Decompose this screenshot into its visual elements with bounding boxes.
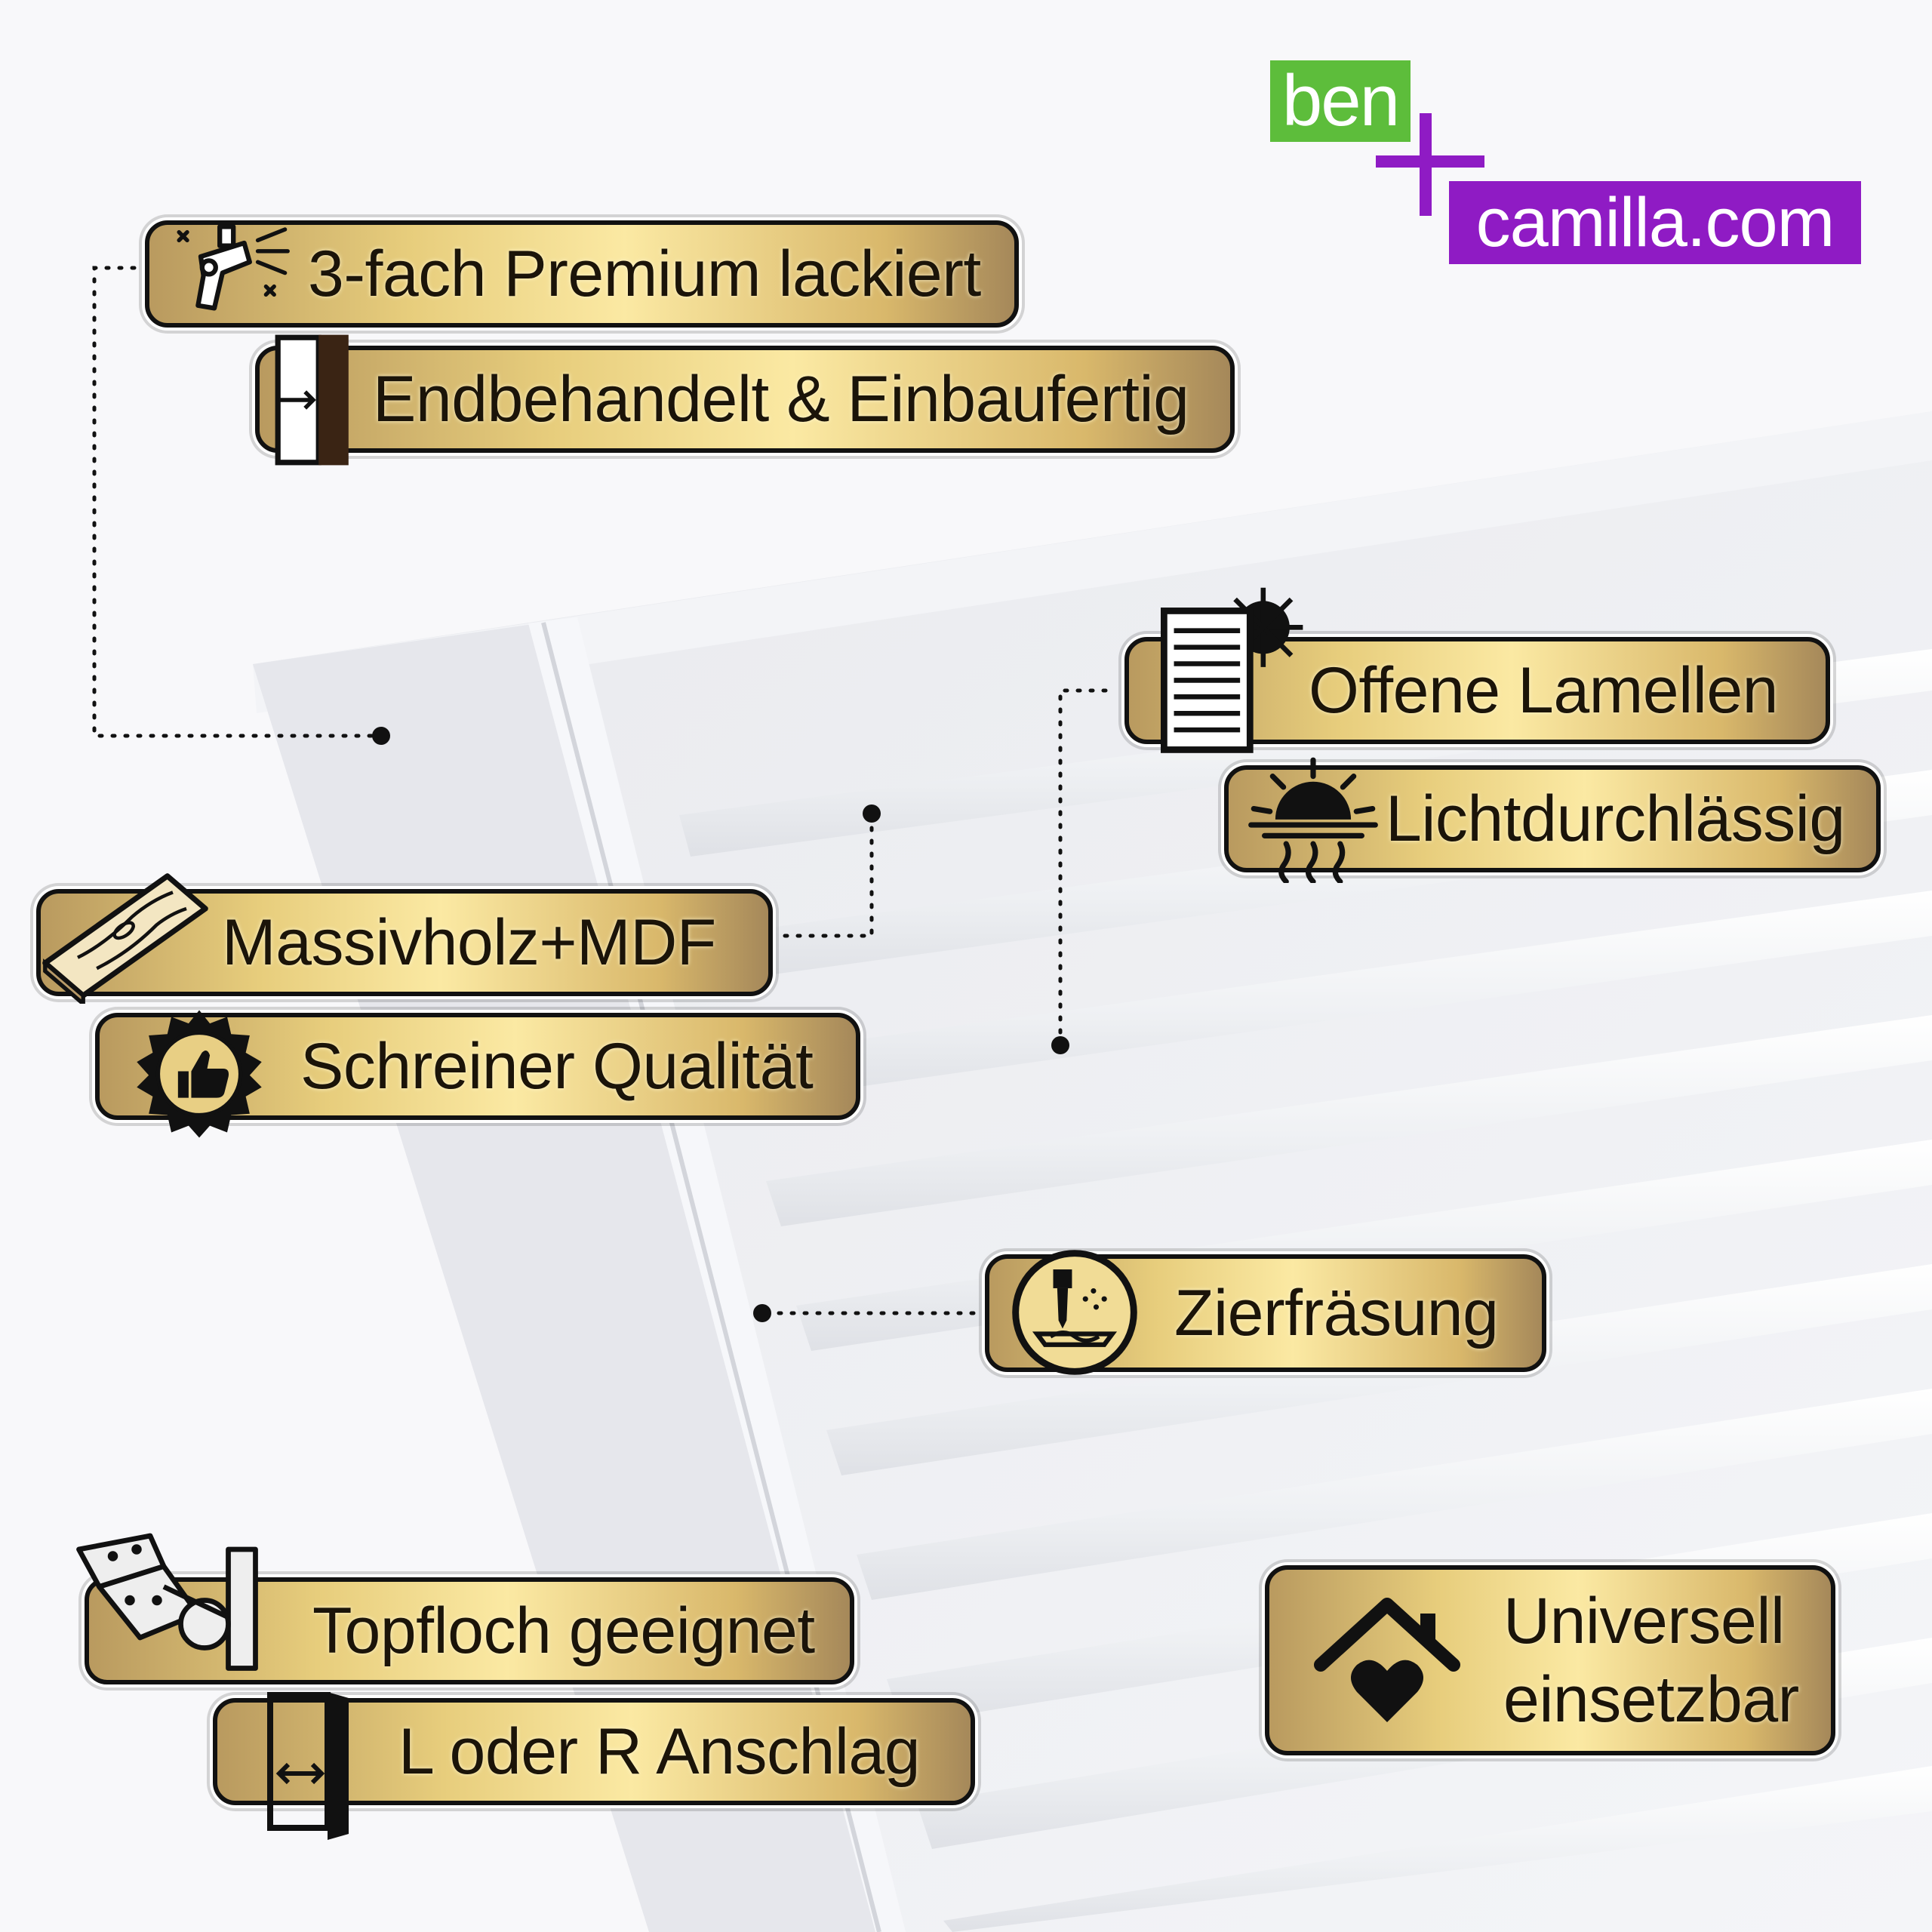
cup-hinge-icon bbox=[62, 1517, 266, 1690]
sun-rays-icon bbox=[1245, 755, 1381, 883]
house-heart-icon bbox=[1312, 1592, 1463, 1733]
feature-label-finish: Endbehandelt & Einbaufertig bbox=[373, 363, 1189, 435]
feature-badge-lacquer: 3-fach Premium lackiert bbox=[145, 220, 1019, 328]
feature-label-light: Lichtdurchlässig bbox=[1386, 783, 1845, 855]
thumbs-up-seal-icon bbox=[133, 1008, 266, 1140]
feature-label-universal-line1: Universell bbox=[1503, 1585, 1785, 1657]
logo-ben-text: ben bbox=[1270, 60, 1411, 142]
spray-gun-icon bbox=[160, 202, 296, 338]
feature-label-material: Massivholz+MDF bbox=[222, 906, 716, 979]
feature-badge-universal: Universell einsetzbar bbox=[1265, 1565, 1835, 1755]
edge-finish-icon bbox=[272, 332, 355, 468]
leader-lines bbox=[92, 266, 1108, 1315]
feature-label-direction: L oder R Anschlag bbox=[398, 1715, 921, 1788]
milling-cutter-icon bbox=[1008, 1245, 1142, 1380]
feature-label-milling: Zierfräsung bbox=[1174, 1277, 1499, 1349]
feature-label-slats: Offene Lamellen bbox=[1309, 654, 1779, 727]
feature-label-hinge: Topfloch geeignet bbox=[312, 1595, 815, 1667]
logo-camilla-text: camilla.com bbox=[1449, 181, 1861, 264]
door-swing-icon bbox=[260, 1689, 358, 1840]
feature-badge-hinge: Topfloch geeignet bbox=[85, 1577, 854, 1684]
feature-badge-finish: Endbehandelt & Einbaufertig bbox=[255, 346, 1235, 453]
wood-plank-icon bbox=[35, 868, 216, 1004]
feature-label-universal-line2: einsetzbar bbox=[1503, 1663, 1799, 1736]
logo-plus-vertical bbox=[1420, 113, 1432, 216]
feature-label-lacquer: 3-fach Premium lackiert bbox=[308, 238, 981, 310]
louver-sun-icon bbox=[1147, 581, 1313, 755]
feature-badge-light: Lichtdurchlässig bbox=[1224, 765, 1881, 872]
feature-label-quality: Schreiner Qualität bbox=[300, 1030, 814, 1103]
